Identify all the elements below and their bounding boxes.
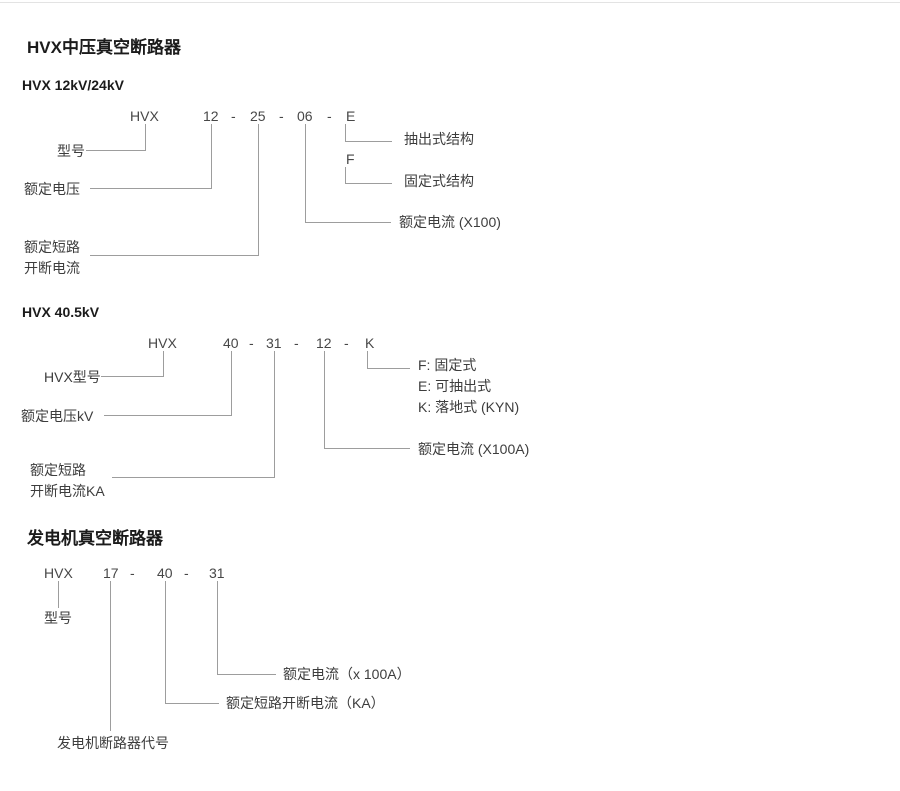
d3-label-current: 额定电流（x 100A）	[283, 666, 411, 682]
d2-code-voltage: 40	[223, 335, 239, 351]
d2-breaking-hline	[112, 477, 274, 478]
d1-voltage-hline	[90, 188, 211, 189]
d3-label-breaking: 额定短路开断电流（KA）	[226, 695, 385, 711]
d3-breaking-hline	[165, 703, 219, 704]
d3-code-breaking: 40	[157, 565, 173, 581]
d3-code-dash-1: -	[130, 565, 135, 581]
d2-code-dash-3: -	[344, 335, 349, 351]
d2-label-breaking-line2: 开断电流KA	[30, 483, 105, 499]
d1-code-voltage: 12	[203, 108, 219, 124]
d1-code-breaking: 25	[250, 108, 266, 124]
d1-structure-f-hline	[345, 183, 392, 184]
d2-current-vline	[324, 351, 325, 449]
d1-code-current: 06	[297, 108, 313, 124]
subtitle-hvx-40kv: HVX 40.5kV	[22, 304, 100, 320]
d3-current-hline	[217, 674, 276, 675]
d3-breaking-vline	[165, 581, 166, 704]
d1-structure-f-vline	[345, 167, 346, 183]
d1-label-fixed: 固定式结构	[404, 173, 474, 189]
d1-breaking-hline	[90, 255, 258, 256]
d1-structure-e-hline	[345, 141, 392, 142]
d2-structure-vline	[367, 351, 368, 369]
d1-code-model: HVX	[130, 108, 159, 124]
d2-option-floor-standing: K: 落地式 (KYN)	[418, 399, 520, 415]
subtitle-hvx-12kv-24kv: HVX 12kV/24kV	[22, 77, 124, 93]
section-title-mv-breaker: HVX中压真空断路器	[27, 38, 181, 57]
d1-label-current: 额定电流 (X100)	[399, 214, 501, 230]
d2-model-hline	[101, 376, 163, 377]
d3-code-model: HVX	[44, 565, 73, 581]
d1-label-withdrawable: 抽出式结构	[404, 131, 474, 147]
d1-current-hline	[305, 222, 391, 223]
d1-breaking-vline	[258, 124, 259, 256]
d3-label-generator-code: 发电机断路器代号	[57, 735, 169, 751]
d2-code-dash-2: -	[294, 335, 299, 351]
d3-code-current: 31	[209, 565, 225, 581]
d3-current-vline	[217, 581, 218, 675]
d3-gen-code-vline	[110, 581, 111, 731]
d1-code-dash-3: -	[327, 108, 332, 124]
d1-label-breaking-line2: 开断电流	[24, 260, 80, 276]
d1-label-voltage: 额定电压	[24, 181, 80, 197]
top-divider	[0, 2, 900, 3]
d2-label-voltage: 额定电压kV	[21, 408, 94, 424]
d2-option-fixed: F: 固定式	[418, 357, 477, 373]
d1-code-dash-1: -	[231, 108, 236, 124]
d1-label-breaking-line1: 额定短路	[24, 239, 80, 255]
d1-code-structure: E	[346, 108, 356, 124]
d2-label-model: HVX型号	[44, 369, 101, 385]
d2-voltage-hline	[104, 415, 231, 416]
d2-label-breaking-line1: 额定短路	[30, 462, 86, 478]
d1-letter-fixed: F	[346, 151, 355, 167]
d2-voltage-vline	[231, 351, 232, 416]
d2-label-current: 额定电流 (X100A)	[418, 441, 530, 457]
d2-option-withdrawable: E: 可抽出式	[418, 378, 492, 394]
d3-label-model: 型号	[44, 610, 72, 626]
d1-structure-e-vline	[345, 124, 346, 141]
d1-label-model: 型号	[57, 143, 85, 159]
d1-voltage-vline	[211, 124, 212, 189]
d1-code-dash-2: -	[279, 108, 284, 124]
d3-code-dash-2: -	[184, 565, 189, 581]
d3-code-gen-number: 17	[103, 565, 119, 581]
d2-code-dash-1: -	[249, 335, 254, 351]
d3-model-vline	[58, 581, 59, 608]
d2-code-structure: K	[365, 335, 375, 351]
d2-code-model: HVX	[148, 335, 177, 351]
d2-code-current: 12	[316, 335, 332, 351]
d2-structure-hline	[367, 368, 410, 369]
d2-current-hline	[324, 448, 410, 449]
d1-current-vline	[305, 124, 306, 223]
d1-model-hline	[86, 150, 145, 151]
section-title-generator-breaker: 发电机真空断路器	[27, 529, 163, 548]
d2-code-breaking: 31	[266, 335, 282, 351]
d2-breaking-vline	[274, 351, 275, 478]
d2-model-vline	[163, 351, 164, 377]
d1-model-vline	[145, 124, 146, 151]
